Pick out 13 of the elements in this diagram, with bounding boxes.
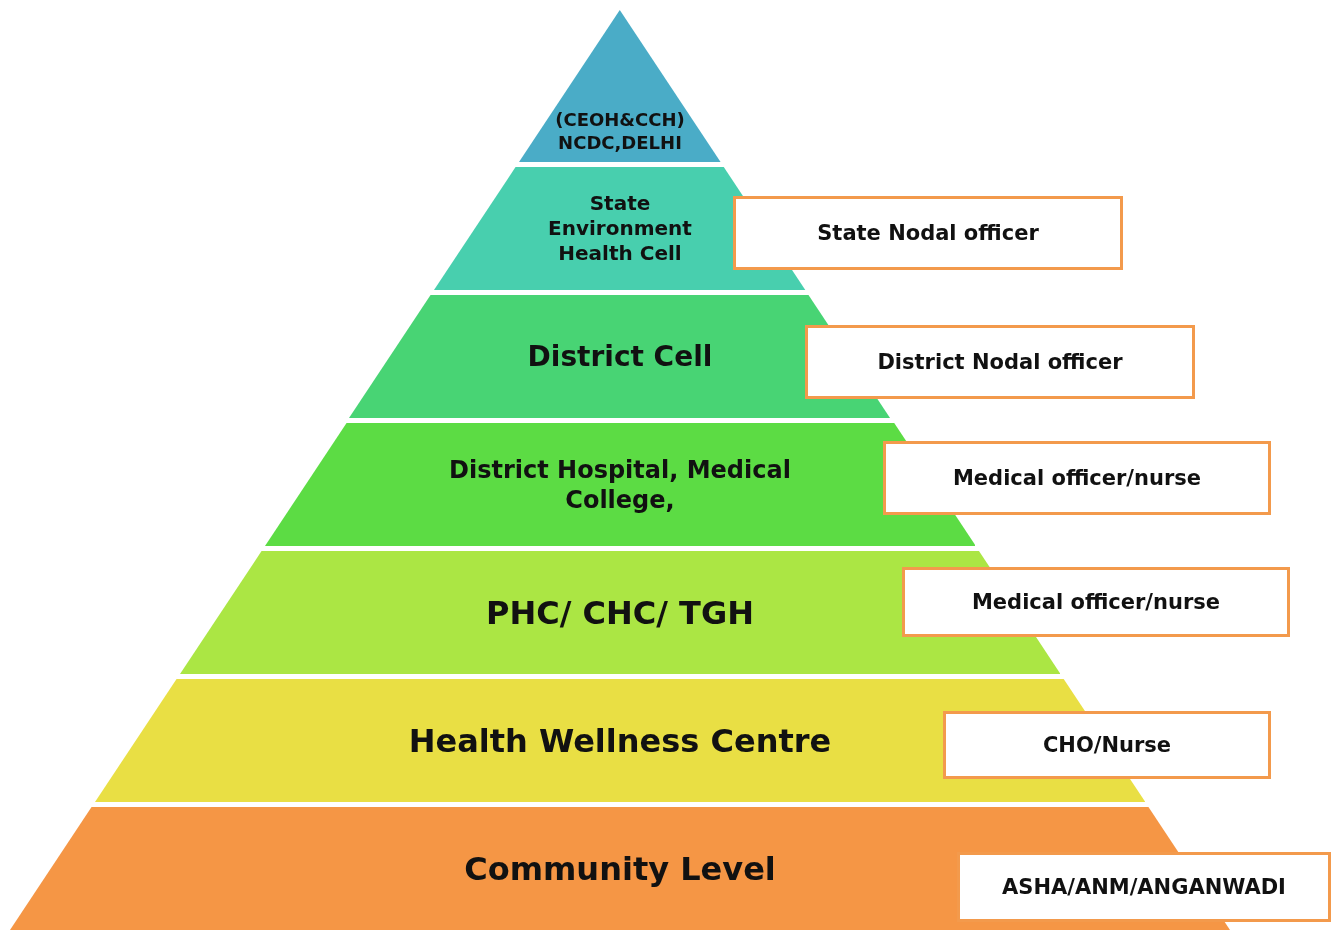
role-box: Medical officer/nurse [902,567,1290,637]
tier-label: Health Wellness Centre [407,720,833,761]
role-box: State Nodal officer [733,196,1123,270]
tier-label: District Hospital, Medical College, [448,454,792,515]
role-box: District Nodal officer [805,325,1195,399]
role-box: CHO/Nurse [943,711,1271,779]
tier-label: State Environment Health Cell [547,191,693,266]
role-box: ASHA/ANM/ANGANWADI [957,852,1331,922]
tier-label: District Cell [526,339,714,374]
tier-label: Community Level [463,848,777,889]
role-box: Medical officer/nurse [883,441,1271,515]
tier-label: (CEOH&CCH) NCDC,DELHI [554,109,686,154]
tier-label: PHC/ CHC/ TGH [485,592,755,633]
